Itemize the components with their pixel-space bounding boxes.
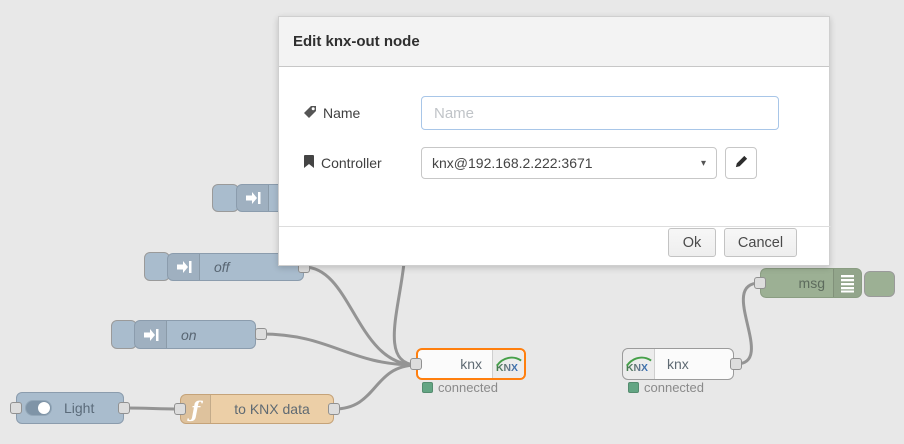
function-node-to-knx-data[interactable]: ƒ to KNX data bbox=[180, 394, 334, 424]
status-text: connected bbox=[644, 380, 704, 395]
inject-button[interactable] bbox=[212, 184, 239, 212]
switch-node-light[interactable]: Light bbox=[16, 392, 124, 424]
function-icon: ƒ bbox=[181, 395, 211, 423]
input-port[interactable] bbox=[174, 403, 186, 415]
controller-row: Controller bbox=[303, 147, 382, 179]
input-port[interactable] bbox=[754, 277, 766, 289]
knx-in-node[interactable]: KNX knx bbox=[622, 348, 734, 380]
node-status: connected bbox=[422, 380, 498, 395]
toggle-switch-icon bbox=[25, 400, 52, 416]
wire-knx-in-to-msg[interactable] bbox=[734, 281, 762, 366]
status-text: connected bbox=[438, 380, 498, 395]
name-input[interactable] bbox=[421, 96, 779, 130]
name-row: Name bbox=[303, 96, 360, 130]
wire-light-to-function[interactable] bbox=[122, 406, 182, 411]
wire-off-to-knx-out[interactable] bbox=[302, 265, 418, 367]
svg-text:KNX: KNX bbox=[626, 363, 648, 374]
dialog-header: Edit knx-out node bbox=[279, 17, 829, 67]
inject-icon bbox=[168, 254, 200, 280]
inject-icon bbox=[237, 185, 269, 211]
knx-logo-icon: KNX bbox=[623, 349, 655, 379]
ok-button[interactable]: Ok bbox=[668, 228, 716, 257]
output-port[interactable] bbox=[328, 403, 340, 415]
knx-logo-icon: KNX bbox=[492, 350, 524, 378]
input-port[interactable] bbox=[10, 402, 22, 414]
name-label: Name bbox=[303, 105, 360, 122]
cancel-button[interactable]: Cancel bbox=[724, 228, 797, 257]
inject-icon bbox=[135, 321, 167, 348]
dialog-footer-divider bbox=[279, 226, 831, 227]
dialog-title: Edit knx-out node bbox=[293, 33, 420, 50]
controller-label: Controller bbox=[303, 154, 382, 172]
output-port[interactable] bbox=[118, 402, 130, 414]
controller-select-value: knx@192.168.2.222:3671 bbox=[432, 155, 593, 171]
inject-button[interactable] bbox=[144, 252, 170, 281]
input-port[interactable] bbox=[410, 358, 422, 370]
chevron-down-icon: ▾ bbox=[700, 157, 706, 169]
tag-icon bbox=[303, 105, 317, 122]
knx-out-node[interactable]: knx KNX bbox=[416, 348, 526, 380]
node-label: to KNX data bbox=[234, 401, 310, 417]
node-label: Light bbox=[64, 400, 95, 416]
node-label: msg bbox=[798, 275, 825, 291]
node-status: connected bbox=[628, 380, 704, 395]
node-label: off bbox=[214, 259, 230, 275]
status-dot-icon bbox=[422, 382, 433, 393]
controller-select[interactable]: knx@192.168.2.222:3671 ▾ bbox=[421, 147, 717, 179]
debug-icon bbox=[833, 269, 861, 297]
pencil-icon bbox=[734, 154, 749, 172]
output-port[interactable] bbox=[730, 358, 742, 370]
status-dot-icon bbox=[628, 382, 639, 393]
edit-controller-button[interactable] bbox=[725, 147, 757, 179]
debug-node-msg[interactable]: msg bbox=[760, 268, 862, 298]
edit-node-dialog: Edit knx-out node Name Controller knx@19… bbox=[278, 16, 831, 266]
inject-node-on[interactable]: on bbox=[134, 320, 256, 349]
debug-toggle-button[interactable] bbox=[864, 271, 895, 297]
wire-on-to-knx-out[interactable] bbox=[259, 332, 418, 367]
node-label: knx bbox=[667, 356, 689, 372]
wire-function-to-knx-out[interactable] bbox=[332, 363, 418, 411]
node-label: on bbox=[181, 326, 197, 343]
bookmark-icon bbox=[303, 154, 315, 172]
svg-text:KNX: KNX bbox=[496, 363, 518, 374]
output-port[interactable] bbox=[255, 328, 267, 340]
node-label: knx bbox=[460, 356, 482, 372]
